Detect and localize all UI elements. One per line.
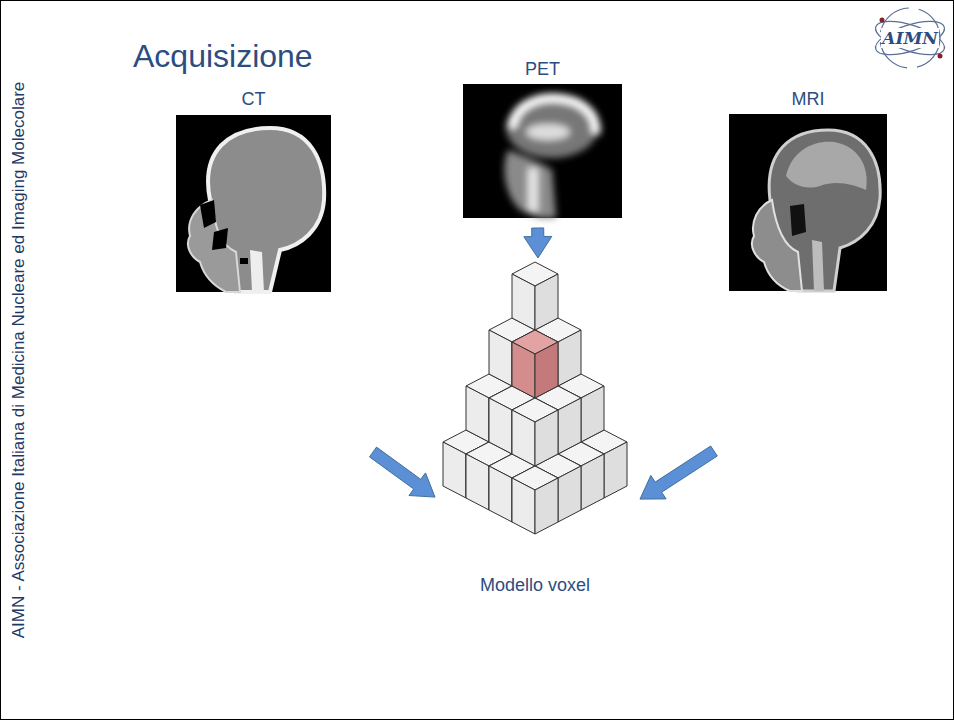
- modality-image: CT: [176, 88, 331, 292]
- vertical-society-name: AIMN - Associazione Italiana di Medicina…: [9, 7, 29, 713]
- voxel-model: Modello voxel: [440, 262, 630, 596]
- slide-title: Acquisizione: [133, 36, 313, 76]
- modality-image: PET: [463, 58, 622, 218]
- modality-label: CT: [242, 88, 266, 110]
- modality-image: MRI: [729, 88, 887, 291]
- modality-label: Modello voxel: [480, 574, 590, 596]
- block-arrow: [640, 446, 717, 499]
- logo-text: AIMN: [881, 28, 939, 48]
- modality-label: PET: [525, 58, 560, 80]
- modality-label: MRI: [792, 88, 825, 110]
- block-arrow: [370, 447, 436, 497]
- block-arrow: [524, 228, 552, 258]
